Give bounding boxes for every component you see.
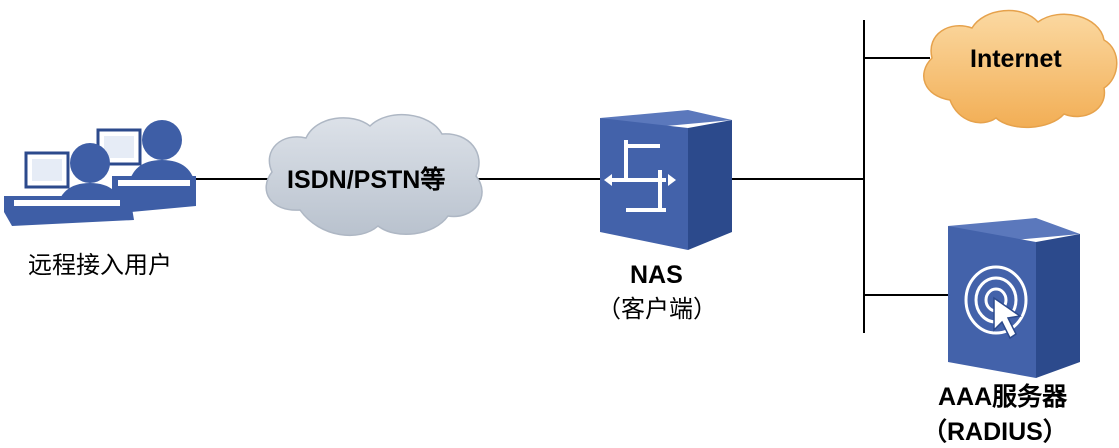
gray-cloud-icon [265,113,483,237]
aaa-server-sublabel: （RADIUS） [922,417,1068,446]
aaa-server-icon [948,218,1080,378]
nas-sublabel: （客户端） [597,296,717,323]
remote-users-icon [4,120,196,226]
remote-users-label: 远程接入用户 [28,252,172,279]
pstn-cloud-label: ISDN/PSTN等 [287,165,445,194]
orange-cloud-icon [923,9,1118,129]
connection-lines [196,20,950,333]
internet-label: Internet [970,45,1062,73]
nas-device-icon [600,110,732,250]
aaa-server-label: AAA服务器 [938,383,1068,411]
nas-label: NAS [630,261,683,289]
